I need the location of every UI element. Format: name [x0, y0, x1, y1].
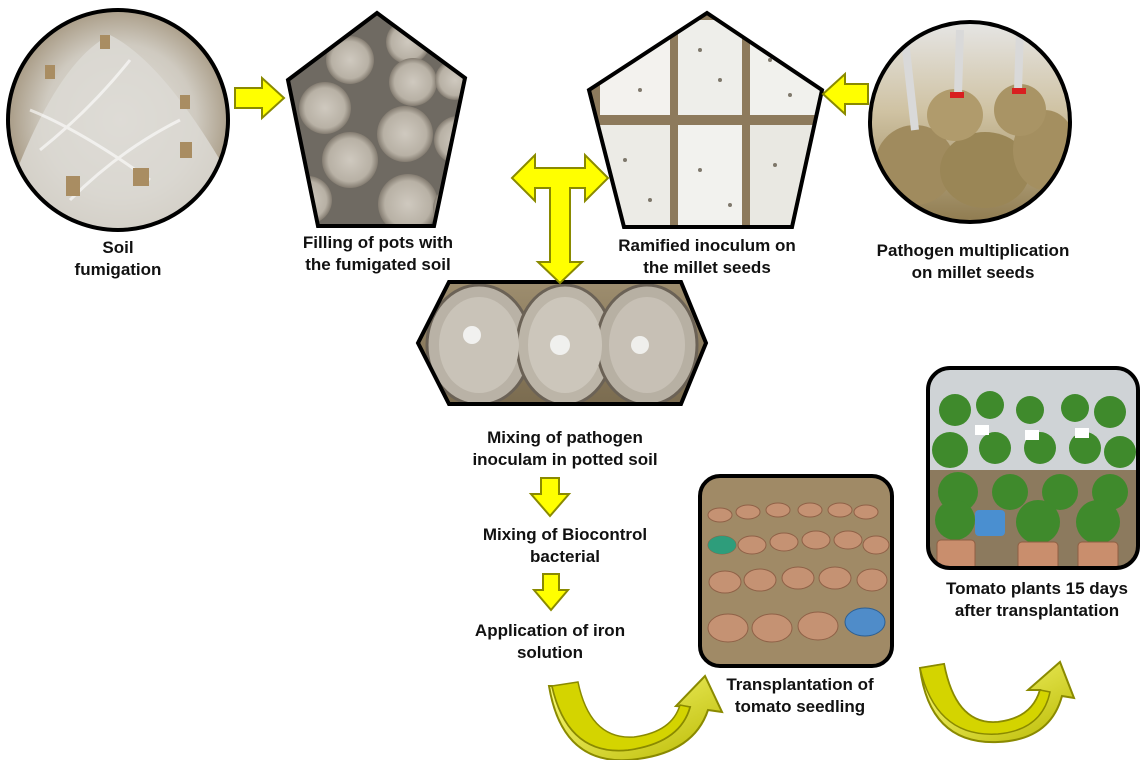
- label-ramified-inoculum: Ramified inoculum on the millet seeds: [602, 235, 812, 279]
- curved-arrow-2: [920, 662, 1074, 742]
- label-line: bacterial: [460, 546, 670, 568]
- label-tomato-plants: Tomato plants 15 days after transplantat…: [930, 578, 1144, 622]
- label-line: fumigation: [68, 259, 168, 281]
- label-soil-fumigation: Soil fumigation: [68, 237, 168, 281]
- label-line: Tomato plants 15 days: [930, 578, 1144, 600]
- mixing-pathogen-photo: [415, 280, 710, 406]
- label-line: Filling of pots with: [278, 232, 478, 254]
- label-line: Mixing of Biocontrol: [460, 524, 670, 546]
- label-transplantation: Transplantation of tomato seedling: [700, 674, 900, 718]
- arrow-right: [235, 78, 284, 118]
- arrow-left: [823, 74, 868, 114]
- soil-fumigation-photo: [5, 5, 235, 235]
- label-line: tomato seedling: [700, 696, 900, 718]
- label-line: on millet seeds: [858, 262, 1088, 284]
- t-arrow: [512, 155, 608, 283]
- ramified-inoculum-photo: [585, 10, 825, 230]
- label-line: the fumigated soil: [278, 254, 478, 276]
- label-line: Transplantation of: [700, 674, 900, 696]
- label-line: the millet seeds: [602, 257, 812, 279]
- label-mixing-pathogen: Mixing of pathogen inoculam in potted so…: [450, 427, 680, 471]
- transplantation-photo: [700, 476, 892, 666]
- label-pathogen-multiplication: Pathogen multiplication on millet seeds: [858, 240, 1088, 284]
- label-mixing-biocontrol: Mixing of Biocontrol bacterial: [460, 524, 670, 568]
- label-line: inoculam in potted soil: [450, 449, 680, 471]
- label-line: Ramified inoculum on: [602, 235, 812, 257]
- label-line: solution: [450, 642, 650, 664]
- label-line: Soil: [68, 237, 168, 259]
- label-filling-pots: Filling of pots with the fumigated soil: [278, 232, 478, 276]
- label-line: Mixing of pathogen: [450, 427, 680, 449]
- label-line: Application of iron: [450, 620, 650, 642]
- tomato-plants-photo: [928, 368, 1138, 570]
- arrow-down-1: [531, 478, 569, 516]
- label-application-iron: Application of iron solution: [450, 620, 650, 664]
- pathogen-multiplication-photo: [868, 20, 1077, 225]
- label-line: Pathogen multiplication: [858, 240, 1088, 262]
- label-line: after transplantation: [930, 600, 1144, 622]
- arrow-down-2: [534, 574, 568, 610]
- curved-arrow-1: [549, 676, 722, 760]
- filling-pots-photo: [284, 10, 482, 234]
